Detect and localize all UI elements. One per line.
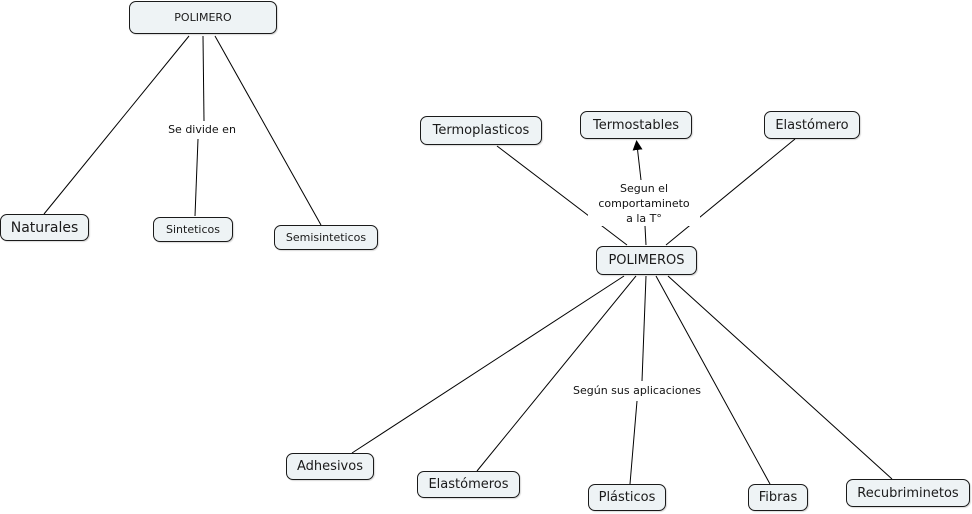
node-label: POLIMERO: [174, 11, 232, 24]
link-label-line: Segun el: [620, 182, 668, 195]
link-label-line: comportamineto: [598, 197, 690, 210]
concept-node-fibras[interactable]: Fibras: [748, 484, 808, 511]
line-root-label-upper: [644, 225, 647, 246]
node-label: Adhesivos: [297, 459, 363, 474]
line-root-termoplasticos: [496, 145, 628, 246]
line-label-plasticos: [629, 400, 638, 485]
line-root-naturales: [43, 35, 190, 215]
concept-node-polimero[interactable]: POLIMERO: [129, 1, 277, 34]
concept-node-naturales[interactable]: Naturales: [0, 214, 89, 241]
node-label: Recubriminetos: [857, 485, 959, 501]
node-label: POLIMEROS: [608, 253, 685, 268]
concept-node-elastomero[interactable]: Elastómero: [764, 111, 860, 139]
link-label-segun-aplicaciones: Según sus aplicaciones: [562, 383, 712, 398]
line-root-elastomero: [665, 138, 796, 246]
line-root-label: [202, 35, 205, 122]
arrow-to-termostables: [632, 140, 643, 181]
concept-node-sinteticos[interactable]: Sinteticos: [153, 217, 233, 242]
node-label: Elastómero: [775, 117, 849, 133]
line-root-adhesivos: [351, 275, 625, 454]
node-label: Sinteticos: [166, 223, 220, 236]
line-root-recubriminetos: [667, 275, 893, 480]
concept-node-plasticos[interactable]: Plásticos: [588, 484, 666, 511]
node-label: Termostables: [593, 117, 679, 133]
node-label: Plásticos: [598, 490, 656, 505]
line-root-elastomeros: [476, 275, 637, 472]
line-label-sinteticos: [194, 138, 199, 217]
link-label-line: a la T°: [626, 212, 662, 225]
node-label: Fibras: [758, 490, 798, 505]
node-label: Termoplasticos: [432, 123, 530, 138]
line-root-label-lower: [641, 275, 647, 382]
link-label-se-divide-en: Se divide en: [160, 122, 244, 137]
line-root-semisinteticos: [214, 35, 322, 226]
concept-node-semisinteticos[interactable]: Semisinteticos: [274, 225, 378, 250]
concept-node-termoplasticos[interactable]: Termoplasticos: [420, 116, 542, 145]
concept-node-recubriminetos[interactable]: Recubriminetos: [846, 479, 970, 507]
concept-node-elastomeros[interactable]: Elastómeros: [417, 471, 520, 498]
concept-node-polimeros[interactable]: POLIMEROS: [596, 246, 697, 275]
link-label-segun-comportamiento: Segun el comportamineto a la T°: [588, 181, 700, 226]
concept-node-adhesivos[interactable]: Adhesivos: [286, 453, 374, 480]
line-root-fibras: [655, 275, 771, 485]
node-label: Semisinteticos: [285, 231, 367, 244]
node-label: Naturales: [10, 219, 79, 236]
concept-node-termostables[interactable]: Termostables: [580, 111, 692, 139]
node-label: Elastómeros: [428, 477, 509, 492]
